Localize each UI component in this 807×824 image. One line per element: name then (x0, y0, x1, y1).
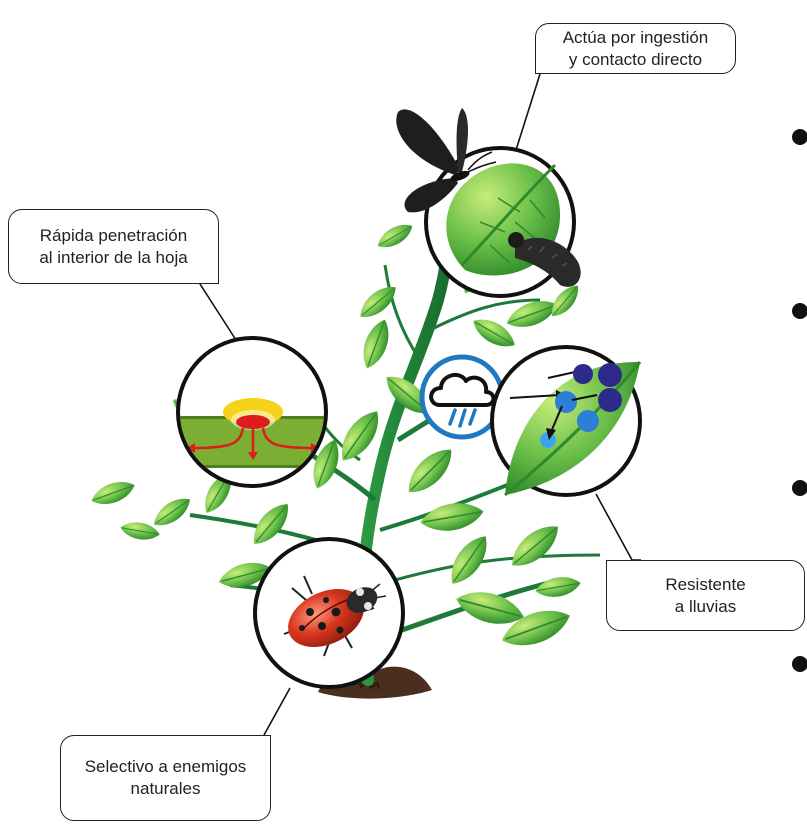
callout-ingestion-line1: Actúa por ingestión (562, 27, 709, 47)
callout-rain-line2: a lluvias (674, 596, 737, 616)
rain-resistance-illustration (490, 345, 642, 497)
callout-selective-line1: Selectivo a enemigos (84, 757, 247, 776)
callout-rain-resistant: Resistente a lluvias (606, 560, 805, 631)
butterfly-icon (396, 108, 497, 213)
callout-rapid-penetration: Rápida penetración al interior de la hoj… (8, 209, 219, 284)
callout-ingestion-contact: Actúa por ingestión y contacto directo (535, 23, 736, 74)
callout-selective-natural-enemies: Selectivo a enemigos naturales (60, 735, 271, 821)
caterpillar-icon (508, 232, 581, 287)
rain-cloud-icon (419, 354, 505, 440)
natural-enemies-illustration (253, 537, 405, 689)
callout-penetration-line1: Rápida penetración (39, 225, 188, 245)
callout-rain-line1: Resistente (665, 574, 746, 594)
bullet-markers (792, 129, 807, 672)
callout-penetration-line2: al interior de la hoja (39, 247, 188, 267)
ingestion-contact-illustration (396, 108, 581, 298)
leaf-penetration-illustration (176, 336, 328, 488)
ladybug-icon (283, 575, 387, 657)
callout-selective-line2: naturales (130, 779, 201, 798)
callout-ingestion-line2: y contacto directo (568, 49, 703, 69)
